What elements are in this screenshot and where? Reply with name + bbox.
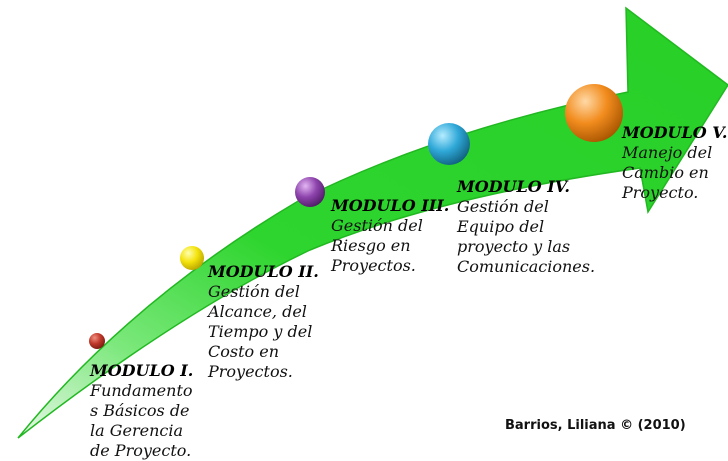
module-5: MODULO V. Manejo del Cambio en Proyecto.	[622, 123, 727, 203]
module-1-marker	[89, 333, 105, 349]
module-3: MODULO III. Gestión del Riesgo en Proyec…	[331, 196, 449, 276]
module-5-description: Manejo del Cambio en Proyecto.	[622, 143, 713, 202]
module-1: MODULO I. Fundamento s Básicos de la Ger…	[90, 361, 193, 461]
module-4: MODULO IV. Gestión del Equipo del proyec…	[457, 177, 595, 277]
module-2: MODULO II. Gestión del Alcance, del Tiem…	[208, 262, 319, 382]
module-3-marker	[295, 177, 325, 207]
module-5-title: MODULO V.	[622, 123, 728, 142]
module-1-description: Fundamento s Básicos de la Gerencia de P…	[90, 381, 193, 460]
module-4-marker	[428, 123, 470, 165]
module-2-description: Gestión del Alcance, del Tiempo y del Co…	[208, 282, 313, 381]
module-3-title: MODULO III.	[331, 196, 450, 215]
module-3-description: Gestión del Riesgo en Proyectos.	[331, 216, 423, 275]
module-4-title: MODULO IV.	[457, 177, 570, 196]
author-credit: Barrios, Liliana © (2010)	[505, 418, 686, 433]
module-5-marker	[565, 84, 623, 142]
module-4-description: Gestión del Equipo del proyecto y las Co…	[457, 197, 596, 276]
module-2-title: MODULO II.	[208, 262, 319, 281]
module-1-title: MODULO I.	[90, 361, 194, 380]
module-2-marker	[180, 246, 204, 270]
